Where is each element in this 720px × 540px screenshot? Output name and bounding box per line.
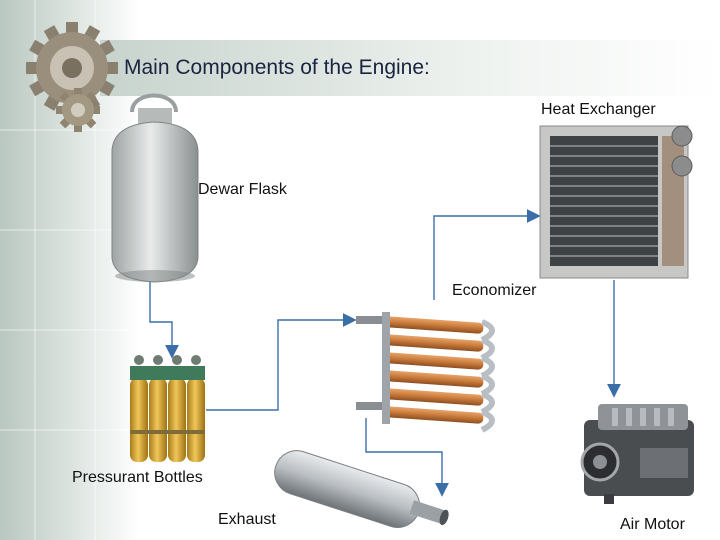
dewar-flask-label: Dewar Flask <box>198 181 287 198</box>
slide-title: Main Components of the Engine: <box>124 56 430 79</box>
arrow-bottles-to-economizer <box>206 313 357 411</box>
arrow-dewar-to-bottles <box>149 282 179 359</box>
arrow-economizer-to-exhaust <box>365 418 449 497</box>
air-motor-label: Air Motor <box>620 516 685 533</box>
pressurant-bottles-label: Pressurant Bottles <box>72 469 203 486</box>
title-band <box>100 40 720 96</box>
arrow-economizer-to-heat-exchanger <box>433 209 541 300</box>
decorative-grid <box>0 0 140 540</box>
heat-exchanger-label: Heat Exchanger <box>541 101 656 118</box>
economizer-label: Economizer <box>452 282 537 299</box>
exhaust-label: Exhaust <box>218 511 276 528</box>
